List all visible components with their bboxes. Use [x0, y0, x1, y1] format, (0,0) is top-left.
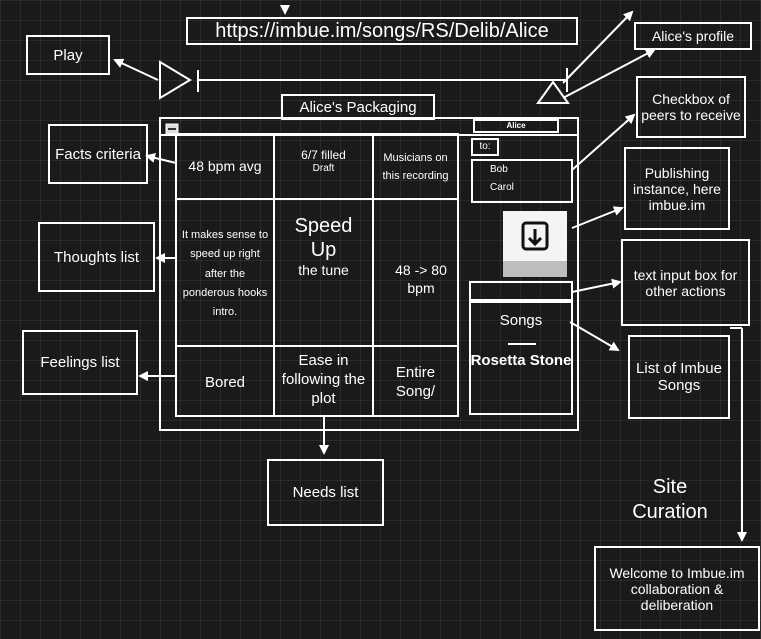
need-title: Speed Up — [294, 215, 353, 261]
checkbox-label-box: Checkbox of peers to receive — [636, 76, 746, 138]
facts-label: Facts criteria — [55, 145, 141, 163]
peer-carol-label: Carol — [490, 182, 514, 193]
play-label: Play — [53, 46, 83, 64]
publishing-label-box: Publishing instance, here imbue.im — [624, 147, 730, 230]
packaging-title-text: Alice's Packaging — [299, 98, 417, 116]
site-curation-text: Site Curation — [632, 476, 708, 523]
publish-instance-button[interactable] — [503, 211, 567, 277]
url-bar[interactable]: https://imbue.im/songs/RS/Delib/Alice — [186, 17, 578, 45]
songs-header-text: Songs — [499, 312, 543, 329]
facts-bpm-avg: 48 bpm avg — [176, 158, 274, 176]
action-input[interactable] — [472, 284, 570, 298]
imbue-logo-icon — [503, 211, 567, 277]
peer-bob-label: Bob — [490, 164, 508, 175]
feeling-entire: Entire Song/ — [383, 364, 448, 402]
entire-text: Entire Song/ — [395, 364, 436, 400]
feeling-ease: Ease in following the plot — [276, 352, 371, 408]
thoughts-label: Thoughts list — [53, 248, 140, 266]
welcome-text: Welcome to Imbue.im collaboration & deli… — [609, 564, 745, 613]
songs-header: Songs — [470, 312, 572, 331]
user-tab[interactable]: Alice — [476, 121, 556, 131]
checkbox-label: Checkbox of peers to receive — [641, 91, 741, 123]
feelings-label: Feelings list — [40, 354, 120, 371]
thought-item: It makes sense to speed up right after t… — [178, 226, 272, 322]
text-input-label: text input box for other actions — [633, 266, 738, 299]
song-title: Rosetta Stone — [470, 352, 572, 369]
facts-musicians: Musicians on this recording — [375, 150, 456, 185]
facts-filled: 6/7 filled Draft — [274, 148, 373, 176]
songs-list-label: List of Imbue Songs — [636, 360, 722, 394]
feeling-bored: Bored — [176, 374, 274, 393]
to-label: to: — [472, 141, 498, 154]
draft-text: Draft — [312, 163, 335, 174]
play-label-box: Play — [26, 35, 110, 75]
bpm-change-text: 48 -> 80 bpm — [395, 262, 447, 296]
site-curation-label: Site Curation — [620, 475, 720, 525]
profile-label-box: Alice's profile — [634, 22, 752, 50]
packaging-title: Alice's Packaging — [281, 94, 435, 120]
thoughts-label-box: Thoughts list — [38, 222, 155, 292]
welcome-box: Welcome to Imbue.im collaboration & deli… — [594, 546, 760, 631]
publishing-label: Publishing instance, here imbue.im — [633, 164, 721, 213]
profile-label: Alice's profile — [651, 28, 735, 44]
ease-text: Ease in following the plot — [281, 352, 366, 407]
text-input-label-box: text input box for other actions — [621, 239, 750, 326]
song-item-selected[interactable]: Rosetta Stone — [470, 352, 572, 371]
feelings-label-box: Feelings list — [22, 330, 138, 395]
filled-text: 6/7 filled — [301, 148, 346, 162]
facts-label-box: Facts criteria — [48, 124, 148, 184]
play-triangle-icon — [159, 60, 192, 100]
needs-label: Needs list — [292, 484, 359, 501]
musicians-text: Musicians on this recording — [382, 152, 449, 182]
url-text: https://imbue.im/songs/RS/Delib/Alice — [215, 19, 549, 42]
to-label-text: to: — [479, 141, 491, 152]
songs-list-label-box: List of Imbue Songs — [628, 335, 730, 419]
bored-text: Bored — [204, 374, 246, 391]
bpm-avg-text: 48 bpm avg — [188, 158, 262, 174]
bpm-change: 48 -> 80 bpm — [388, 262, 454, 297]
peer-carol[interactable]: Carol — [490, 182, 514, 195]
thought-text: It makes sense to speed up right after t… — [181, 229, 269, 318]
user-tab-label: Alice — [506, 121, 526, 130]
peer-bob[interactable]: Bob — [490, 164, 508, 177]
need-sub: the tune — [298, 262, 349, 278]
need-main: Speed Up the tune — [274, 214, 373, 280]
needs-label-box: Needs list — [267, 459, 384, 526]
